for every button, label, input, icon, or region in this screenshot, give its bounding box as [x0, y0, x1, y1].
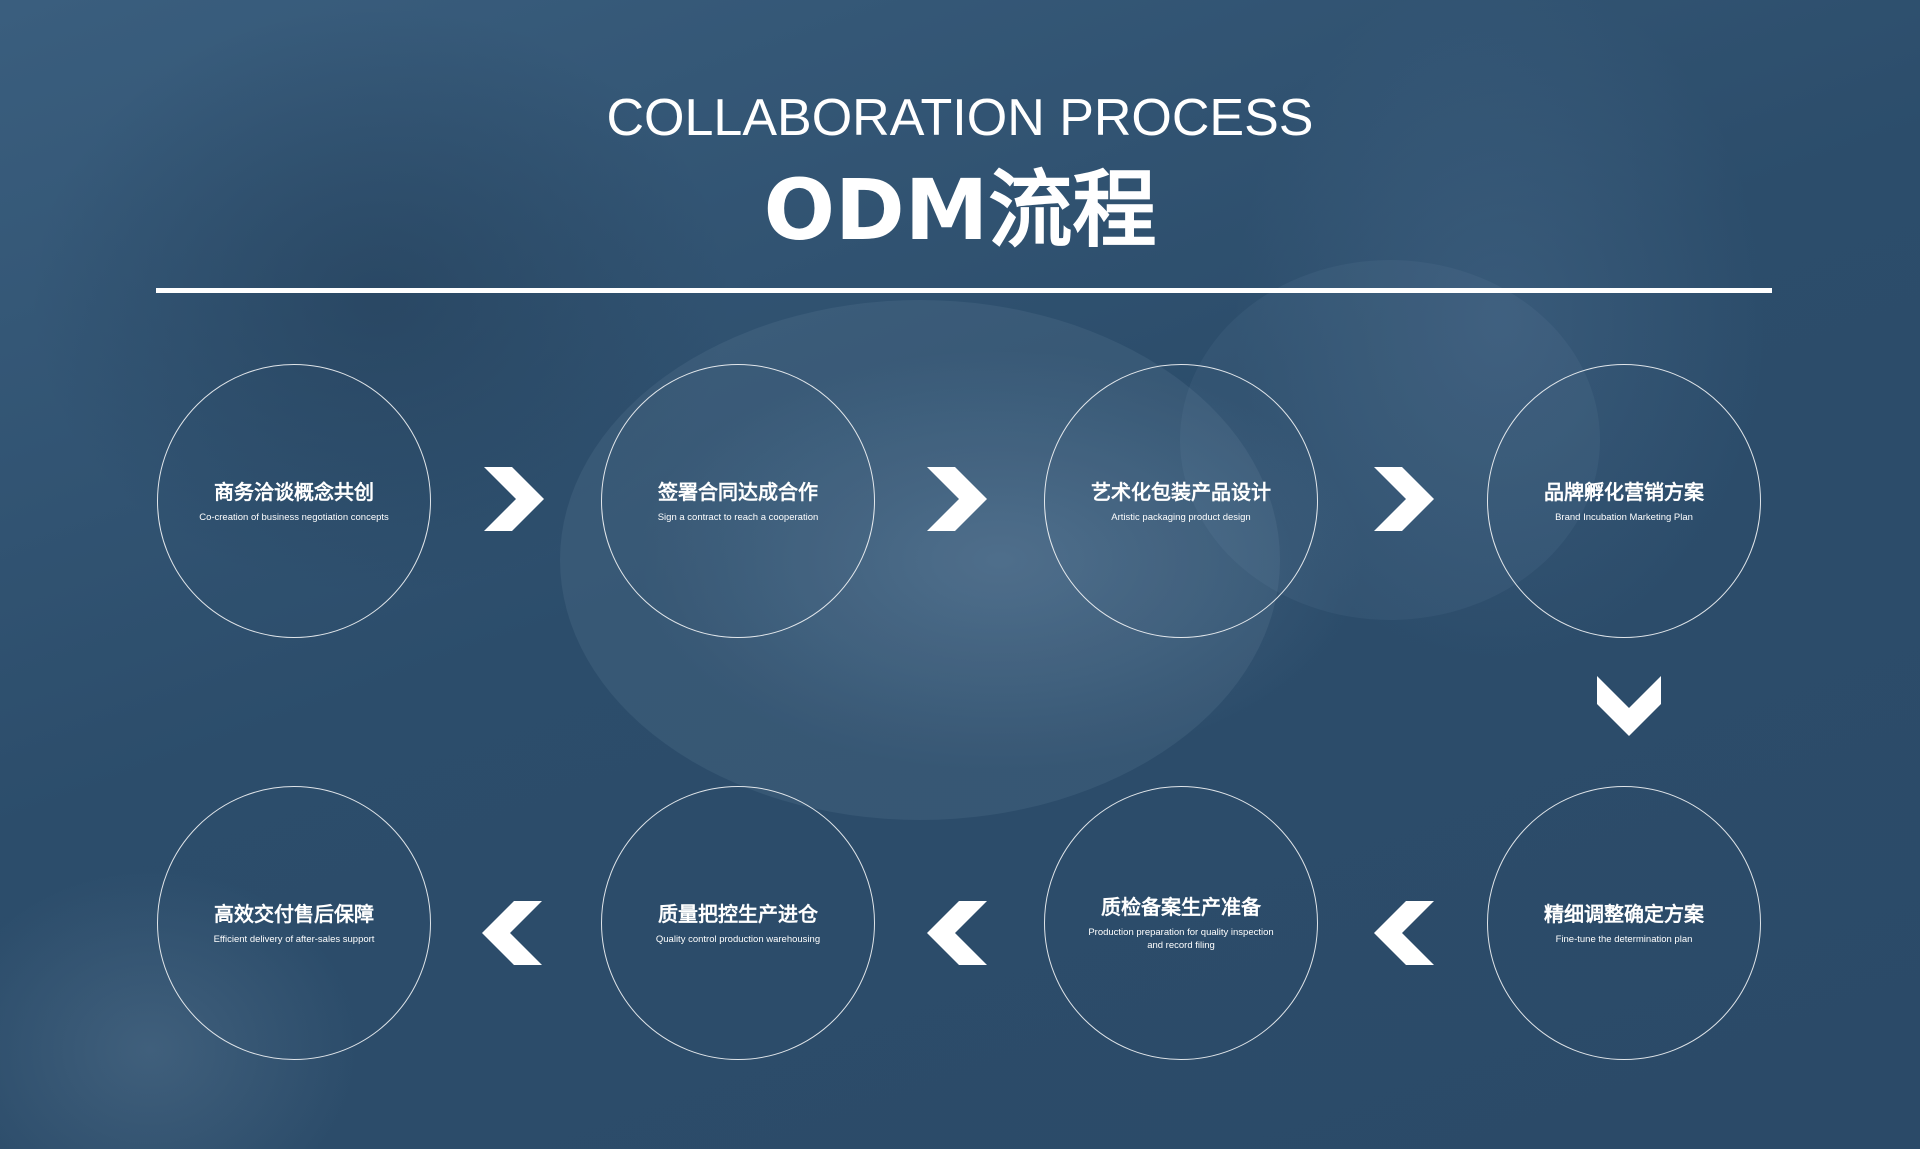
step-subtitle: Quality control production warehousing: [655, 933, 821, 945]
chevron-left-icon: [482, 901, 542, 965]
chevron-left-icon: [1374, 901, 1434, 965]
page-title: ODM流程: [763, 161, 1157, 259]
process-step: 质量把控生产进仓 Quality control production ware…: [601, 786, 875, 1060]
step-subtitle: Artistic packaging product design: [1111, 511, 1251, 523]
process-step: 商务洽谈概念共创 Co-creation of business negotia…: [157, 364, 431, 638]
step-title: 精细调整确定方案: [1544, 901, 1704, 926]
chevron-right-icon: [1374, 467, 1434, 531]
step-subtitle: Sign a contract to reach a cooperation: [657, 511, 819, 523]
process-step: 艺术化包装产品设计 Artistic packaging product des…: [1044, 364, 1318, 638]
process-step: 质检备案生产准备 Production preparation for qual…: [1044, 786, 1318, 1060]
process-step: 签署合同达成合作 Sign a contract to reach a coop…: [601, 364, 875, 638]
process-step: 精细调整确定方案 Fine-tune the determination pla…: [1487, 786, 1761, 1060]
step-title: 商务洽谈概念共创: [214, 479, 374, 504]
step-subtitle: Production preparation for quality inspe…: [1088, 927, 1274, 951]
step-title: 质检备案生产准备: [1101, 895, 1261, 919]
chevron-down-icon: [1597, 676, 1661, 736]
process-step: 高效交付售后保障 Efficient delivery of after-sal…: [157, 786, 431, 1060]
step-title: 质量把控生产进仓: [658, 901, 818, 926]
step-title: 品牌孵化营销方案: [1544, 479, 1704, 504]
step-subtitle: Brand Incubation Marketing Plan: [1555, 511, 1693, 523]
section-subtitle: COLLABORATION PROCESS: [606, 89, 1314, 147]
chevron-right-icon: [927, 467, 987, 531]
step-subtitle: Fine-tune the determination plan: [1555, 933, 1693, 945]
chevron-left-icon: [927, 901, 987, 965]
step-title: 艺术化包装产品设计: [1091, 479, 1271, 504]
step-subtitle: Efficient delivery of after-sales suppor…: [213, 933, 375, 945]
chevron-right-icon: [484, 467, 544, 531]
header-divider: [156, 288, 1772, 293]
process-step: 品牌孵化营销方案 Brand Incubation Marketing Plan: [1487, 364, 1761, 638]
step-subtitle: Co-creation of business negotiation conc…: [199, 511, 389, 523]
step-title: 高效交付售后保障: [214, 901, 374, 926]
step-title: 签署合同达成合作: [658, 479, 818, 504]
